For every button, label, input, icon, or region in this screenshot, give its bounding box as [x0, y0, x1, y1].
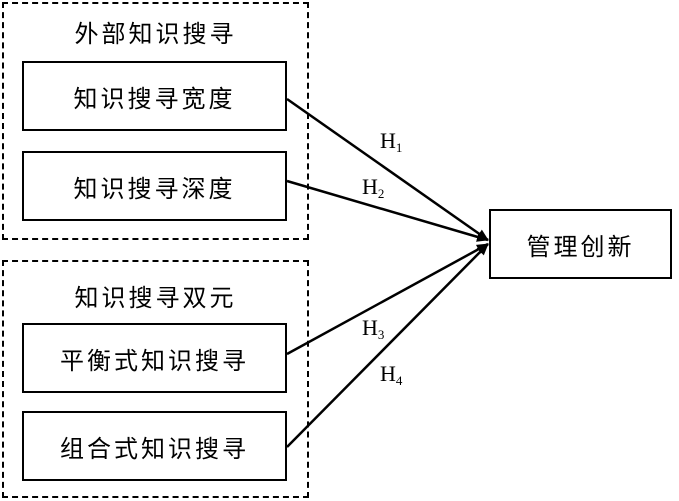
hypothesis-h4-label: H4	[380, 361, 403, 388]
management-innovation-box: 管理创新	[489, 209, 672, 279]
balanced-knowledge-search-label: 平衡式知识搜寻	[60, 346, 249, 375]
arrow-h1	[286, 97, 489, 242]
arrow-h3	[286, 242, 489, 356]
knowledge-search-breadth-label: 知识搜寻宽度	[73, 84, 236, 113]
hypothesis-h1-label: H1	[380, 128, 403, 155]
knowledge-search-ambidexterity-group: 知识搜寻双元	[2, 260, 309, 498]
knowledge-search-breadth-box: 知识搜寻宽度	[22, 61, 287, 131]
management-innovation-label: 管理创新	[526, 232, 635, 261]
combined-knowledge-search-box: 组合式知识搜寻	[22, 411, 287, 481]
arrow-h4	[286, 243, 489, 448]
hypothesis-h2-label: H2	[362, 174, 385, 201]
arrow-h2	[286, 179, 489, 242]
balanced-knowledge-search-box: 平衡式知识搜寻	[22, 323, 287, 393]
hypothesis-h3-label: H3	[362, 315, 385, 342]
knowledge-search-depth-box: 知识搜寻深度	[22, 151, 287, 221]
knowledge-search-ambidexterity-label: 知识搜寻双元	[74, 284, 237, 312]
external-knowledge-search-group: 外部知识搜寻	[2, 2, 309, 240]
knowledge-search-depth-label: 知识搜寻深度	[73, 174, 236, 203]
external-knowledge-search-label: 外部知识搜寻	[74, 20, 237, 48]
combined-knowledge-search-label: 组合式知识搜寻	[60, 434, 249, 463]
